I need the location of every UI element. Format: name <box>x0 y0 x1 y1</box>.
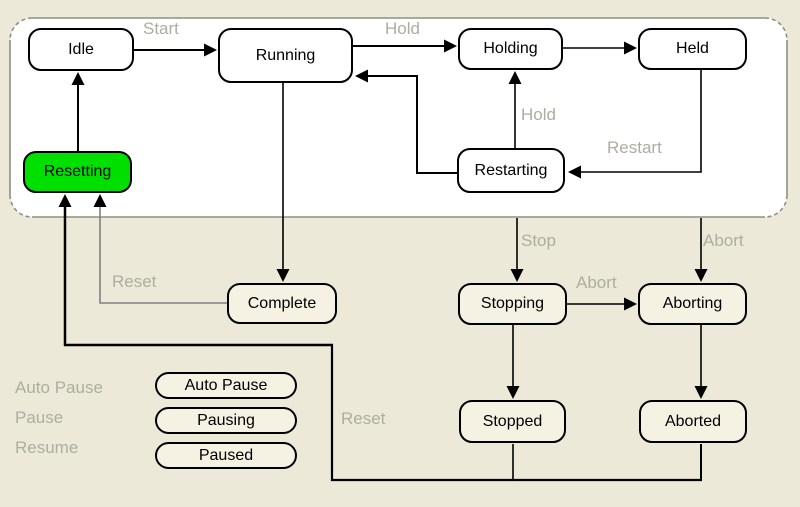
state-pausing: Pausing <box>155 407 297 434</box>
side-label-pause: Pause <box>15 408 64 427</box>
transition-label-abort-stopping: Abort <box>576 273 617 292</box>
state-held: Held <box>638 28 747 70</box>
arrowheads <box>58 39 708 399</box>
side-label-auto-pause: Auto Pause <box>15 378 103 397</box>
transition-label-reset-bottom: Reset <box>341 409 386 428</box>
transition-label-reset-complete: Reset <box>112 272 157 291</box>
transition-label-stop: Stop <box>521 231 556 250</box>
state-idle: Idle <box>28 28 134 71</box>
reset-complete-line <box>99 207 227 304</box>
state-container-outline <box>9 17 788 218</box>
state-complete: Complete <box>227 283 337 324</box>
state-resetting-active: Resetting <box>23 151 132 193</box>
side-label-resume: Resume <box>15 438 79 457</box>
state-stopping: Stopping <box>458 283 567 325</box>
transition-label-hold-restarting: Hold <box>521 105 556 124</box>
state-paused: Paused <box>155 442 297 469</box>
state-aborted: Aborted <box>639 400 747 443</box>
state-stopped: Stopped <box>459 400 566 443</box>
transition-label-restart: Restart <box>607 138 662 157</box>
state-running: Running <box>218 28 353 83</box>
transition-label-abort: Abort <box>703 231 744 250</box>
state-auto-pause: Auto Pause <box>155 372 297 399</box>
state-aborting: Aborting <box>638 283 747 325</box>
state-holding: Holding <box>458 28 563 70</box>
state-restarting: Restarting <box>457 148 565 193</box>
transition-lines <box>63 45 702 482</box>
transition-label-start: Start <box>143 19 179 38</box>
transition-label-hold-top: Hold <box>385 19 420 38</box>
